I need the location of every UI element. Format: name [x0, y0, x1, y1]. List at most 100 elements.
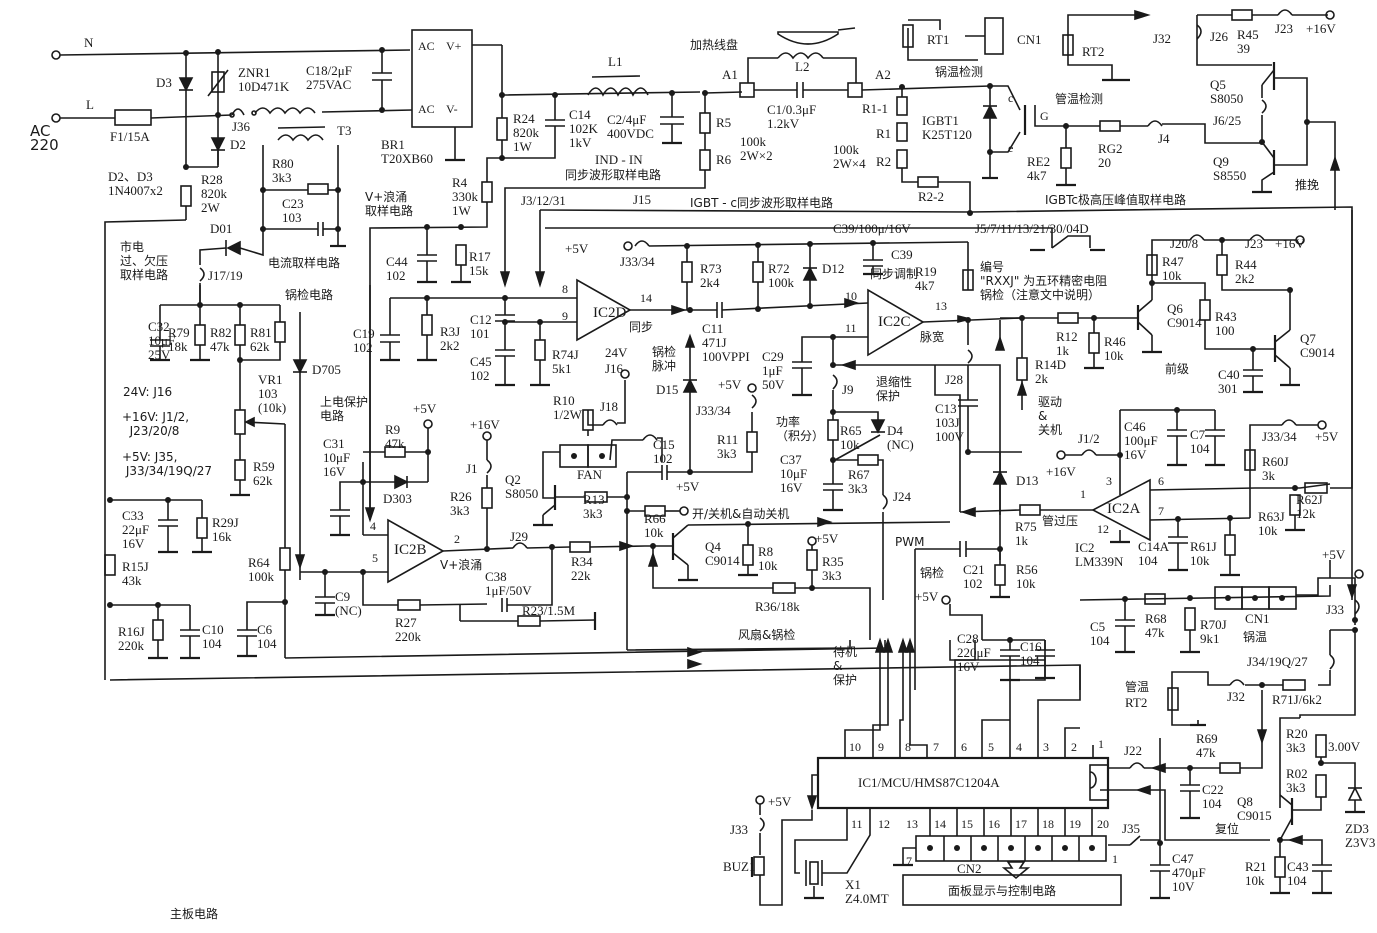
label-igbt-e: e [1008, 141, 1014, 155]
label-c1: C1/0.3μF 1.2kV [767, 102, 817, 131]
label-x1: X1 Z4.0MT [845, 877, 889, 906]
label-br1-vp: V+ [446, 39, 462, 53]
label-a1: A1 [722, 67, 738, 82]
label-pot-detect-circuit: 锅检电路 [285, 288, 334, 302]
fan-connector-pin2 [587, 444, 617, 468]
label-d2-d3: D2、D3 1N4007x2 [108, 169, 163, 198]
label-igbt-g: G [1040, 109, 1049, 123]
label-r20: R20 3k3 [1286, 726, 1308, 755]
label-jumper-map-16v: +16V: J1/2, J23/20/8 [122, 410, 190, 438]
label-r62j: R62J 12k [1296, 492, 1323, 521]
label-mains-sampling: 市电 过、欠压 取样电路 [120, 240, 169, 282]
label-j26: J26 [1210, 29, 1229, 44]
label-c12: C12 101 [470, 312, 492, 341]
label-rt2-bottom: RT2 [1125, 695, 1148, 710]
label-c11: C11 471J 100VPPI [702, 321, 750, 364]
label-ic2d-pin8: 8 [562, 282, 568, 296]
label-ic2c-pin11: 11 [845, 321, 857, 335]
label-r79: R79 18k [168, 325, 190, 354]
label-ic1-pin17: 17 [1015, 817, 1027, 831]
label-standby-protect: 待机 & 保护 [833, 645, 858, 687]
label-c14a: C14A 104 [1138, 539, 1170, 568]
label-heating-coil: 加热线盘 [690, 38, 739, 52]
label-r36: R36/18k [755, 599, 800, 614]
label-c2: C2/4μF 400VDC [607, 112, 654, 141]
label-d303: D303 [383, 491, 412, 506]
label-j24: J24 [893, 489, 912, 504]
label-16v-top: +16V [1306, 21, 1336, 36]
label-c39: C39 [891, 247, 913, 262]
label-ic1-pin14: 14 [934, 817, 946, 831]
label-r74j: R74J 5k1 [552, 347, 579, 376]
label-j33-34-b: J33/34 [696, 403, 731, 418]
label-r5-r6-value: 100k 2W×2 [740, 134, 773, 163]
label-j4: J4 [1158, 131, 1170, 146]
resistor-r28 [180, 185, 192, 207]
label-5v-e: +5V [815, 531, 839, 546]
label-r6: R6 [716, 152, 732, 167]
label-ic1-pin20: 20 [1097, 817, 1109, 831]
label-c33: C33 22μF 16V [122, 508, 150, 551]
label-d12: D12 [822, 261, 845, 276]
label-ic2a-pin7: 7 [1158, 504, 1164, 518]
label-j18: J18 [600, 399, 619, 414]
label-ic2d-pin14: 14 [640, 291, 652, 305]
diode-d2 [210, 137, 226, 152]
label-c32: C32 10μF 25V [148, 319, 176, 362]
label-jumper-map-24v: 24V: J16 [123, 385, 173, 399]
label-d01: D01 [210, 221, 233, 236]
label-r2: R2 [876, 154, 892, 169]
arrow-down-icon [1001, 861, 1031, 880]
label-r19: R19 4k7 [915, 264, 937, 293]
varistor-znr1 [211, 71, 225, 93]
q4-switch [626, 516, 951, 651]
mains-voltage-network [104, 285, 308, 660]
label-sync-modulation: 同步调制 [870, 267, 919, 281]
crystal-x1 [809, 861, 819, 885]
neutral-label: N [84, 35, 94, 50]
label-r45: R45 39 [1237, 27, 1259, 56]
label-ic1-pin8: 8 [905, 740, 911, 754]
label-pot-detect-pulse: 锅检 脉冲 [652, 345, 677, 373]
label-c13: C13 103J 100V [935, 401, 964, 444]
label-ic2c: IC2C [878, 314, 911, 330]
terminal-n [51, 50, 61, 60]
line-label: L [86, 97, 94, 112]
label-r82: R82 47k [210, 325, 232, 354]
label-znr1: ZNR1 10D471K [238, 65, 290, 94]
label-tube-temp: 管温 [1125, 680, 1150, 694]
label-jumper-map-5v: +5V: J35, J33/34/19Q/27 [122, 450, 213, 478]
label-c10: C10 104 [202, 622, 224, 651]
resistor-r24 [496, 117, 508, 141]
label-j33-34-a: J33/34 [620, 254, 655, 269]
label-j22: J22 [1124, 743, 1143, 758]
label-j23-top: J23 [1275, 21, 1294, 36]
label-c28: C28 220μF 16V [957, 631, 991, 674]
label-j17: J17/19 [208, 268, 243, 283]
label-r15j: R15J 43k [122, 559, 149, 588]
label-cn2: CN2 [957, 861, 982, 876]
label-r3j: R3J 2k2 [440, 324, 461, 353]
label-ic1-pin12: 12 [878, 817, 890, 831]
label-q6: Q6 C9014 [1167, 301, 1202, 330]
label-r12: R12 1k [1056, 329, 1078, 358]
label-re2: RE2 4k7 [1027, 154, 1051, 183]
label-r63j: R63J 10k [1258, 509, 1285, 538]
label-ic1-pin9: 9 [878, 740, 884, 754]
opamp-ic2b [300, 419, 646, 630]
label-igbt-c-sync: IGBT - c同步波形取样电路 [690, 196, 833, 210]
label-reset: 复位 [1215, 822, 1240, 836]
label-r28: R28 820k 2W [201, 172, 227, 215]
label-rt1: RT1 [927, 32, 950, 47]
label-ic2b-pin5: 5 [372, 551, 378, 565]
label-r29j: R29J 16k [212, 515, 239, 544]
label-r56: R56 10k [1016, 562, 1038, 591]
opamp-ic2d [380, 278, 690, 387]
label-c14: C14 102K 1kV [569, 107, 598, 150]
label-c43: C43 104 [1287, 859, 1309, 888]
label-ic1-pin7: 7 [933, 740, 939, 754]
label-cn1-bottom: CN1 [1245, 611, 1270, 626]
label-r66: R66 10k [644, 511, 666, 540]
label-5v-i: +5V [768, 794, 792, 809]
label-surge-sampling: V+浪涌 取样电路 [365, 190, 414, 218]
